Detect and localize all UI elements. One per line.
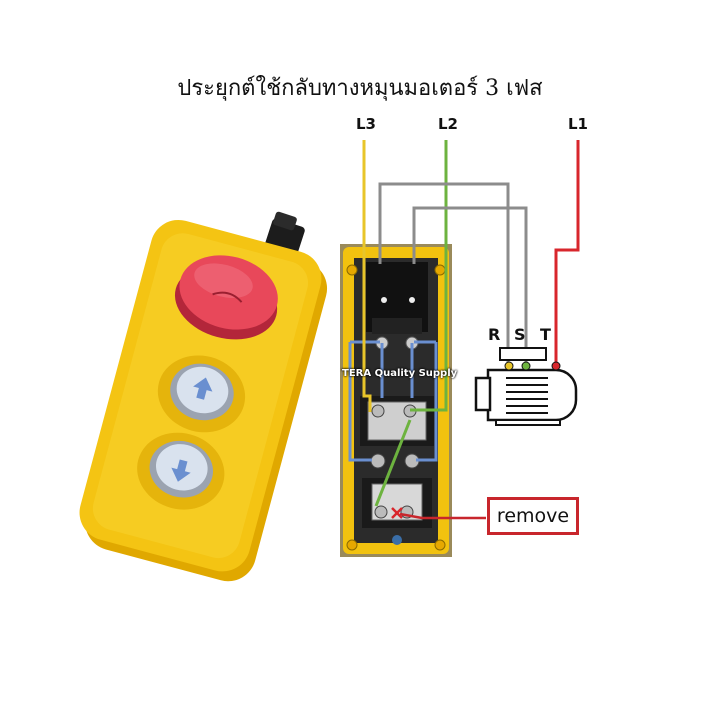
arrow-up-icon: [193, 377, 213, 400]
wire-gray-outer: [378, 182, 510, 366]
brand-watermark: TERA Quality Supply: [342, 368, 458, 379]
wire-gray-inner: [412, 206, 528, 368]
wire-l2-jumper: [374, 419, 412, 507]
motor-icon: [474, 347, 578, 426]
remove-label-box: remove: [487, 497, 579, 535]
motor-terminal-t: T: [540, 325, 551, 344]
remove-label: remove: [496, 505, 570, 527]
motor-terminal-s: S: [514, 325, 526, 344]
label-l1: L1: [568, 115, 588, 133]
label-l2: L2: [438, 115, 458, 133]
wire-l2: [410, 140, 448, 412]
wire-l3: [362, 140, 372, 412]
open-pendant-box: [340, 244, 452, 557]
remove-pointer-line: [399, 512, 486, 520]
diagram-title: ประยุกต์ใช้กลับทางหมุนมอเตอร์ 3 เฟส: [177, 76, 543, 101]
motor-terminal-r: R: [488, 325, 501, 344]
label-l3: L3: [356, 115, 376, 133]
wire-l1: [554, 140, 580, 368]
x-mark-icon: [391, 507, 403, 519]
pendant-controller: [79, 211, 328, 582]
arrow-down-icon: [171, 459, 191, 482]
